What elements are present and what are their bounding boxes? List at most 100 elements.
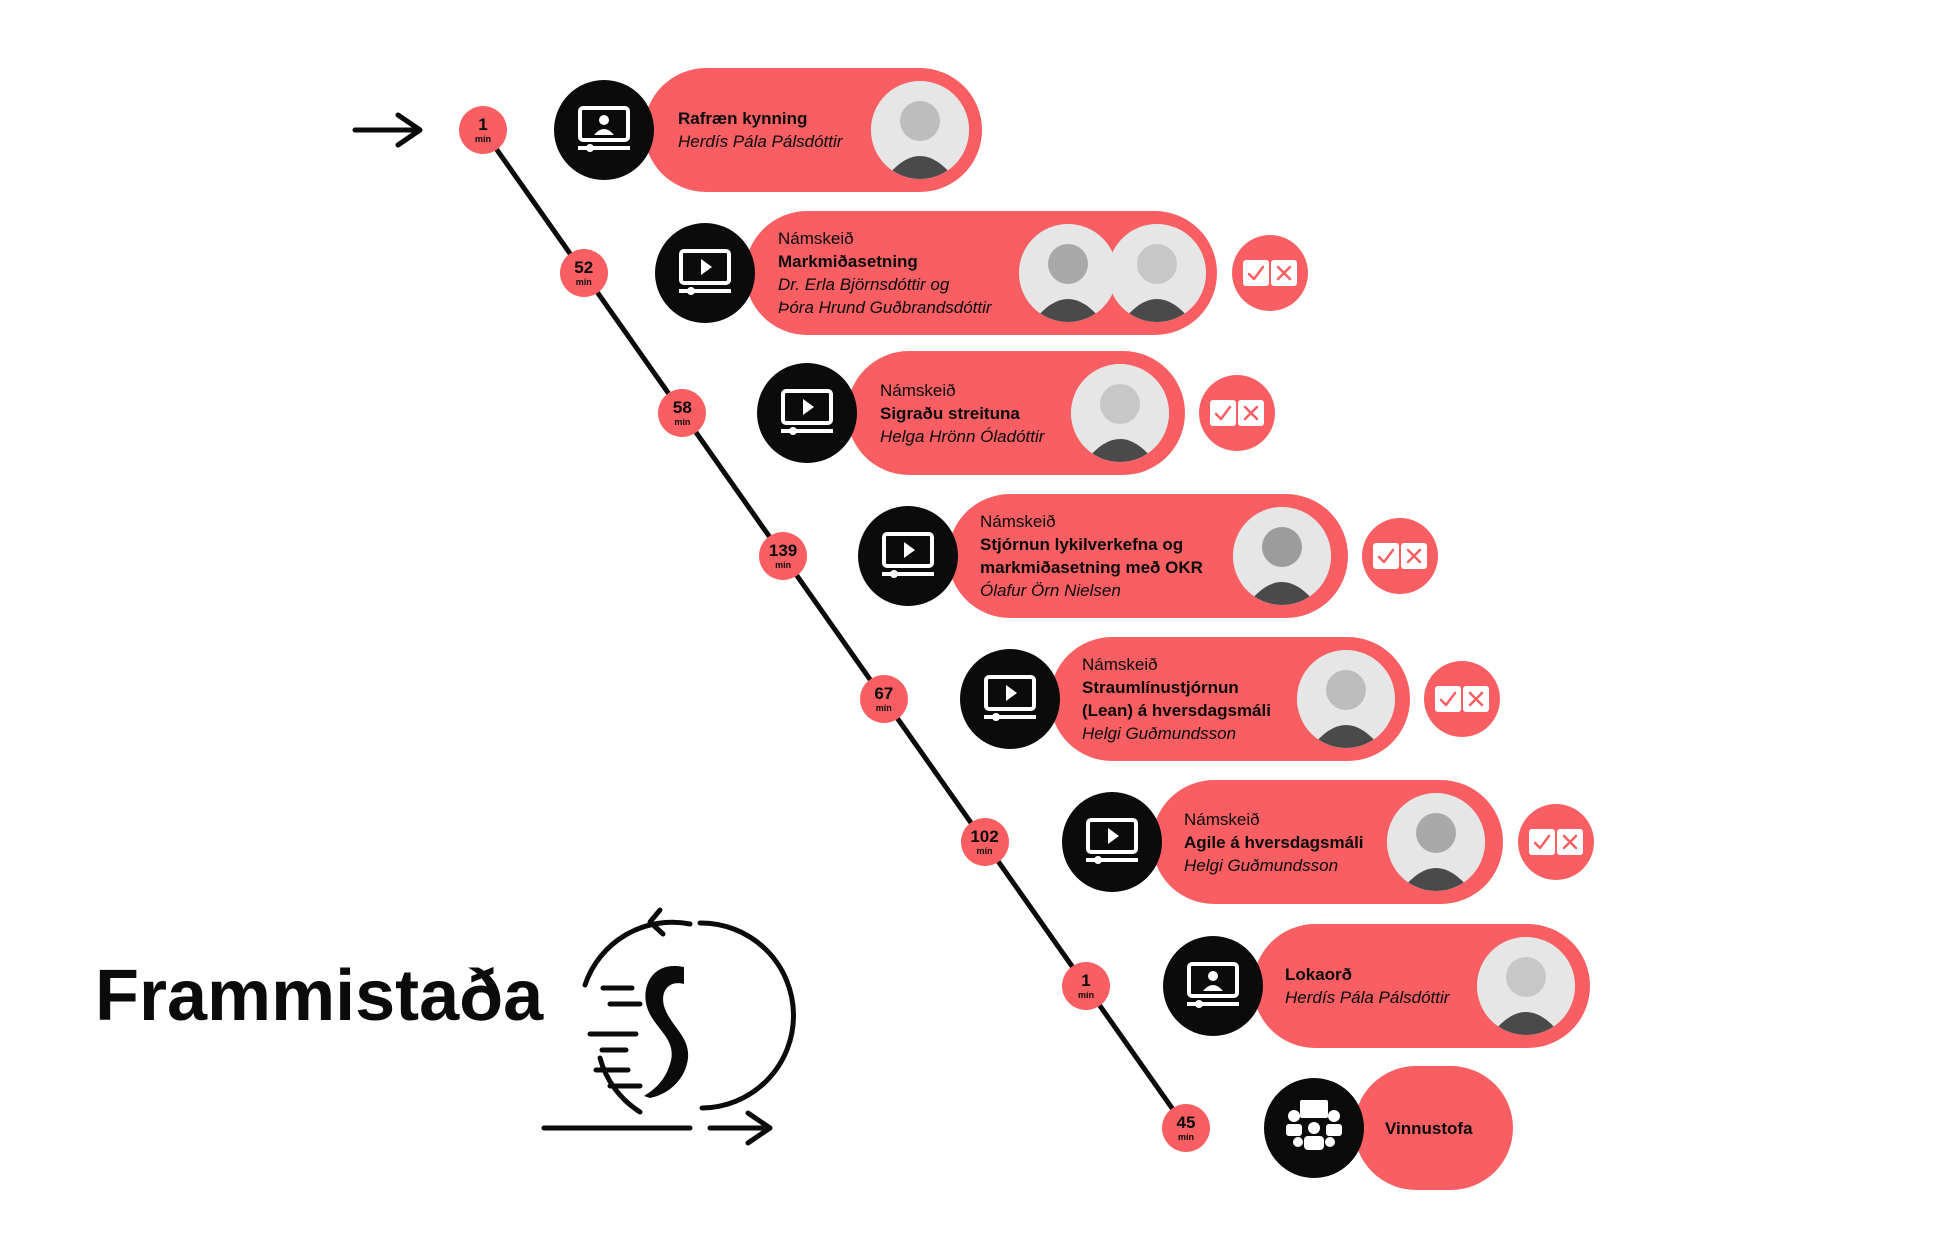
workshop-group-icon xyxy=(1284,1098,1344,1159)
check-icon[interactable] xyxy=(1243,260,1269,286)
session-icon-badge xyxy=(554,80,654,180)
completion-toggle[interactable] xyxy=(1232,235,1308,311)
session-title: Markmiðasetning xyxy=(778,252,918,271)
session-kicker: Námskeið xyxy=(880,380,956,400)
session-title: Agile á hversdagsmáli xyxy=(1184,832,1364,852)
start-arrow-icon xyxy=(352,112,423,148)
duration-value: 52 xyxy=(574,258,594,277)
session-icon-badge xyxy=(960,649,1060,749)
duration-value: 1 xyxy=(478,115,488,134)
presentation-icon xyxy=(574,103,634,158)
session-icon-badge xyxy=(757,363,857,463)
session-title: (Lean) á hversdagsmáli xyxy=(1082,701,1271,720)
performance-cycle-icon xyxy=(541,907,796,1146)
duration-unit: mín xyxy=(474,134,491,144)
presentation-icon xyxy=(1183,959,1243,1014)
completion-toggle[interactable] xyxy=(1518,804,1594,880)
session-kicker: Námskeið xyxy=(1184,809,1260,829)
session-title: Stjórnun lykilverkefna og xyxy=(980,535,1184,554)
session-author: Þóra Hrund Guðbrandsdóttir xyxy=(778,298,992,317)
session-author: Herdís Pála Pálsdóttir xyxy=(1285,988,1450,1007)
session-icon-badge xyxy=(858,506,958,606)
brand-title: Frammistaða xyxy=(95,956,544,1036)
speaker-avatar xyxy=(1387,793,1485,891)
cross-icon[interactable] xyxy=(1557,829,1583,855)
duration-unit: mín xyxy=(976,846,993,856)
duration-value: 45 xyxy=(1176,1113,1196,1132)
duration-value: 102 xyxy=(970,827,999,846)
session-title: Sigraðu streituna xyxy=(880,403,1020,423)
session-kicker: Námskeið xyxy=(778,229,854,248)
duration-unit: mín xyxy=(674,417,691,427)
duration-unit: mín xyxy=(775,560,792,570)
check-icon[interactable] xyxy=(1210,400,1236,426)
video-play-icon xyxy=(980,672,1040,727)
cross-icon[interactable] xyxy=(1238,400,1264,426)
cross-icon[interactable] xyxy=(1271,260,1297,286)
video-play-icon xyxy=(777,386,837,441)
performance-s-icon xyxy=(644,965,689,1098)
speaker-avatar xyxy=(871,81,969,179)
session-author: Helgi Guðmundsson xyxy=(1184,855,1339,875)
session-card[interactable] xyxy=(1354,1066,1513,1190)
session-title: markmiðasetning með OKR xyxy=(980,558,1203,577)
duration-value: 58 xyxy=(672,398,692,417)
completion-toggle[interactable] xyxy=(1362,518,1438,594)
session-icon-badge xyxy=(1163,936,1263,1036)
session-kicker: Námskeið xyxy=(1082,655,1158,674)
session-author: Ólafur Örn Nielsen xyxy=(980,581,1121,600)
completion-toggle[interactable] xyxy=(1199,375,1275,451)
check-icon[interactable] xyxy=(1435,686,1461,712)
speaker-avatar xyxy=(1477,937,1575,1035)
session-title: Straumlínustjórnun xyxy=(1082,678,1239,697)
session-author: Helgi Guðmundsson xyxy=(1082,724,1237,743)
speaker-avatar xyxy=(1233,507,1331,605)
session-icon-badge xyxy=(1062,792,1162,892)
video-play-icon xyxy=(675,246,735,301)
session-author: Dr. Erla Björnsdóttir og xyxy=(778,275,950,294)
duration-unit: mín xyxy=(875,703,892,713)
session-icon-badge xyxy=(655,223,755,323)
duration-unit: mín xyxy=(1177,1132,1194,1142)
speaker-avatar xyxy=(1297,650,1395,748)
session-text: Vinnustofa xyxy=(1385,1117,1473,1140)
duration-value: 139 xyxy=(768,541,798,560)
video-play-icon xyxy=(878,529,938,584)
speaker-avatar xyxy=(1108,224,1206,322)
duration-value: 1 xyxy=(1081,971,1091,990)
session-title: Vinnustofa xyxy=(1385,1118,1473,1138)
session-title: Rafræn kynning xyxy=(678,109,808,128)
duration-value: 67 xyxy=(874,684,894,703)
speaker-avatar xyxy=(1019,224,1117,322)
timeline-line xyxy=(480,128,1189,1130)
duration-unit: mín xyxy=(1077,990,1094,1000)
video-play-icon xyxy=(1082,815,1142,870)
check-icon[interactable] xyxy=(1373,543,1399,569)
speaker-avatar xyxy=(1071,364,1169,462)
duration-unit: mín xyxy=(575,277,592,287)
session-icon-badge xyxy=(1264,1078,1364,1178)
cross-icon[interactable] xyxy=(1463,686,1489,712)
cross-icon[interactable] xyxy=(1401,543,1427,569)
session-author: Helga Hrönn Óladóttir xyxy=(880,426,1045,446)
session-author: Herdís Pála Pálsdóttir xyxy=(678,132,843,151)
session-title: Lokaorð xyxy=(1285,965,1353,984)
check-icon[interactable] xyxy=(1529,829,1555,855)
completion-toggle[interactable] xyxy=(1424,661,1500,737)
session-kicker: Námskeið xyxy=(980,512,1056,531)
